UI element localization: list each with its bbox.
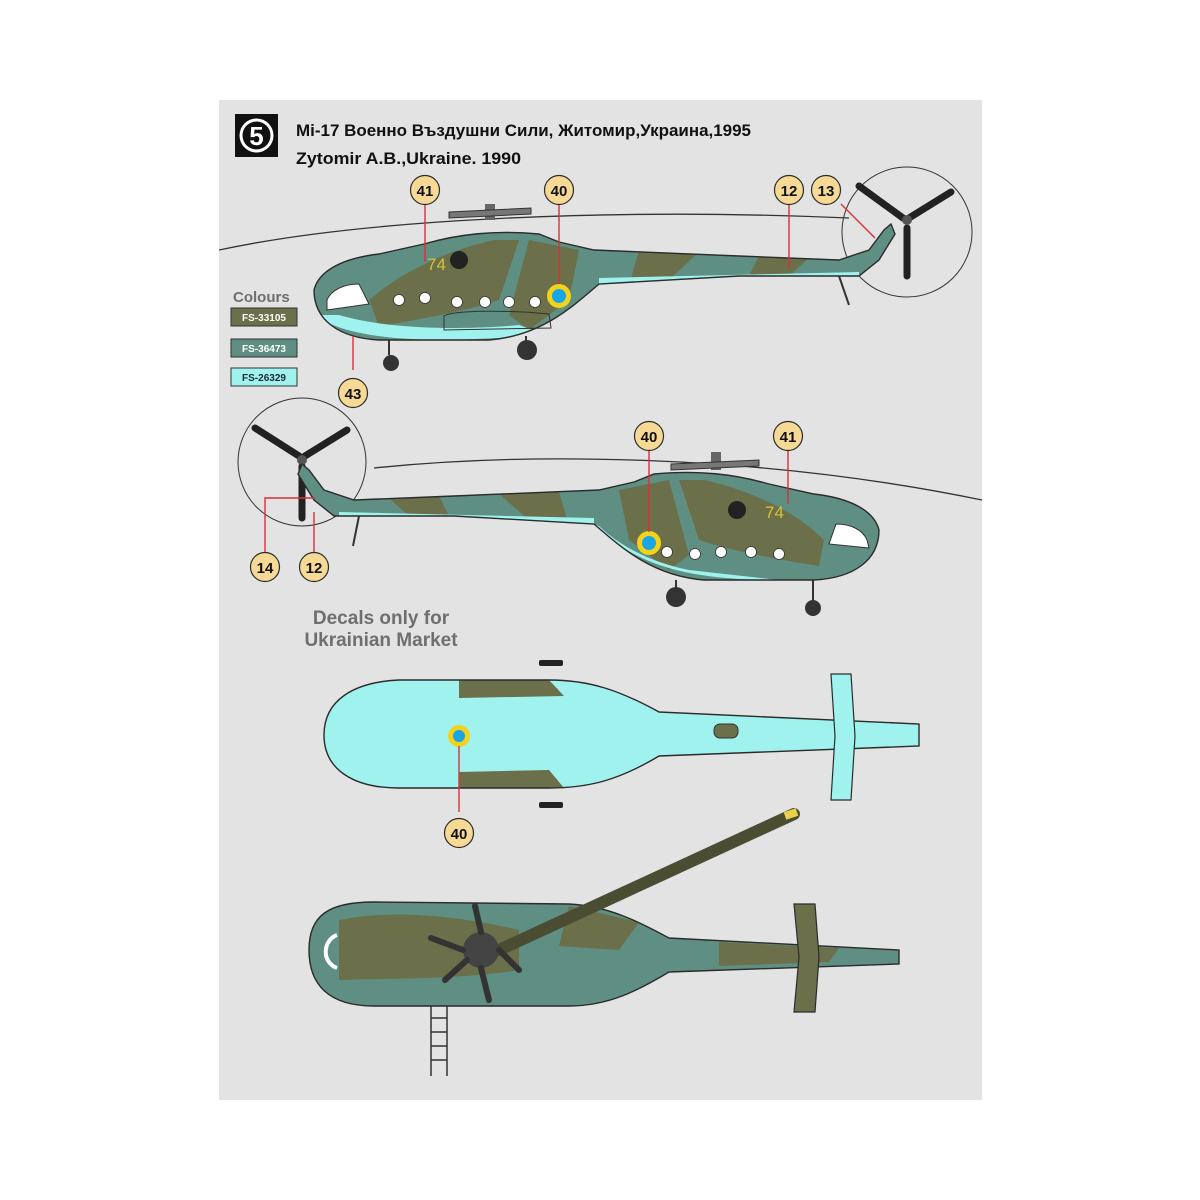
fuselage-outline-left	[297, 462, 880, 581]
swatch-fs-36473	[230, 338, 298, 358]
underside-fuselage	[324, 680, 919, 788]
title-line-1: Mi-17 Военно Въздушни Сили, Житомир,Укра…	[296, 121, 751, 140]
scheme-header: 5 Mi-17 Военно Въздушни Сили, Житомир,Ук…	[235, 114, 751, 168]
top-view	[308, 808, 900, 1076]
roundel-inner-bottom	[453, 730, 465, 742]
right-side-view: 74	[219, 166, 973, 371]
main-wheel-right	[517, 340, 537, 360]
callout-label: 40	[451, 826, 468, 843]
swatch-label-fs-33105: FS-33105	[242, 313, 286, 324]
left-side-view: 74	[237, 397, 982, 616]
engine-intake	[450, 251, 468, 269]
underside-panel	[713, 723, 739, 739]
underside-outline	[323, 679, 920, 789]
main-wheel-left	[666, 587, 686, 607]
engine-intake-left	[728, 501, 746, 519]
underside-wheels	[539, 660, 563, 808]
cabin-windows	[393, 292, 541, 308]
callout-41-left: 41	[772, 420, 804, 452]
cockpit-glazing	[326, 283, 370, 311]
colour-legend: Colours FS-33105 FS-36473 FS-26329	[230, 289, 298, 387]
swatch-label-fs-26329: FS-26329	[242, 373, 286, 384]
main-rotor-blade-left	[373, 458, 982, 501]
cockpit-glazing-left	[828, 523, 870, 549]
top-ladder	[430, 1006, 448, 1076]
main-rotor-blade	[219, 213, 850, 251]
leader-14-left	[264, 497, 315, 552]
camouflage-pattern-left	[339, 480, 824, 580]
callout-label: 12	[306, 560, 323, 577]
colours-title: Colours	[233, 289, 290, 306]
callout-label: 40	[641, 429, 658, 446]
market-note: Decals only for Ukrainian Market	[304, 608, 458, 651]
rotor-blade-tip	[783, 808, 799, 820]
callout-leaders	[264, 203, 876, 812]
callout-40-right: 40	[543, 174, 575, 206]
cabin-windows-left	[661, 546, 785, 560]
roundel-inner-right	[552, 289, 566, 303]
fuel-tank	[443, 310, 552, 331]
callout-43-right: 43	[337, 377, 369, 409]
side-number-right: 74	[427, 255, 446, 274]
top-rotor-blade	[493, 808, 800, 956]
scheme-badge-disc	[242, 121, 271, 150]
callout-label: 41	[417, 183, 434, 200]
instruction-sheet: 5 Mi-17 Военно Въздушни Сили, Житомир,Ук…	[219, 100, 982, 1100]
underside-camouflage	[459, 680, 564, 788]
callout-label: 43	[345, 386, 362, 403]
side-number-left: 74	[765, 503, 784, 522]
callout-12-right: 12	[773, 174, 805, 206]
scheme-number: 5	[249, 121, 263, 151]
callout-12-left: 12	[298, 551, 330, 583]
top-outline	[308, 901, 900, 1007]
market-note-line-1: Decals only for	[313, 608, 450, 629]
top-tail-stabilizer	[793, 903, 820, 1013]
callout-label: 40	[551, 183, 568, 200]
main-rotor-head	[448, 204, 532, 220]
swatch-fs-26329	[230, 367, 298, 387]
tail-rotor-disc-left	[237, 397, 367, 527]
callout-14-left: 14	[249, 551, 281, 583]
tail-stabilizer	[830, 673, 856, 801]
top-cockpit-frame	[323, 933, 338, 970]
fuselage-outline	[313, 222, 896, 341]
tail-rotor-disc	[841, 166, 973, 298]
callout-label: 41	[780, 429, 797, 446]
callout-label: 12	[781, 183, 798, 200]
callout-41-right: 41	[409, 174, 441, 206]
roundel-inner-left	[642, 536, 656, 550]
swatch-label-fs-36473: FS-36473	[242, 344, 286, 355]
callout-13-right: 13	[810, 174, 842, 206]
nose-wheel-left	[805, 600, 821, 616]
main-rotor-head-left	[670, 452, 760, 471]
market-note-line-2: Ukrainian Market	[304, 630, 458, 651]
callout-40-bottom: 40	[443, 817, 475, 849]
callout-label: 14	[257, 560, 274, 577]
callout-markers: 41 40 12 13 43 40 41 14	[249, 174, 842, 849]
camouflage-drawing: 5 Mi-17 Военно Въздушни Сили, Житомир,Ук…	[219, 114, 982, 1076]
callout-40-left: 40	[633, 420, 665, 452]
leader-13-right	[840, 203, 876, 239]
underside-view	[323, 660, 920, 808]
top-rotor-hub	[428, 903, 522, 1003]
nose-wheel-right	[383, 355, 399, 371]
swatch-fs-33105	[230, 307, 298, 327]
tail-rotor-blades	[855, 182, 955, 280]
title-line-2: Zytomir A.B.,Ukraine. 1990	[296, 149, 521, 168]
callout-label: 13	[818, 183, 835, 200]
